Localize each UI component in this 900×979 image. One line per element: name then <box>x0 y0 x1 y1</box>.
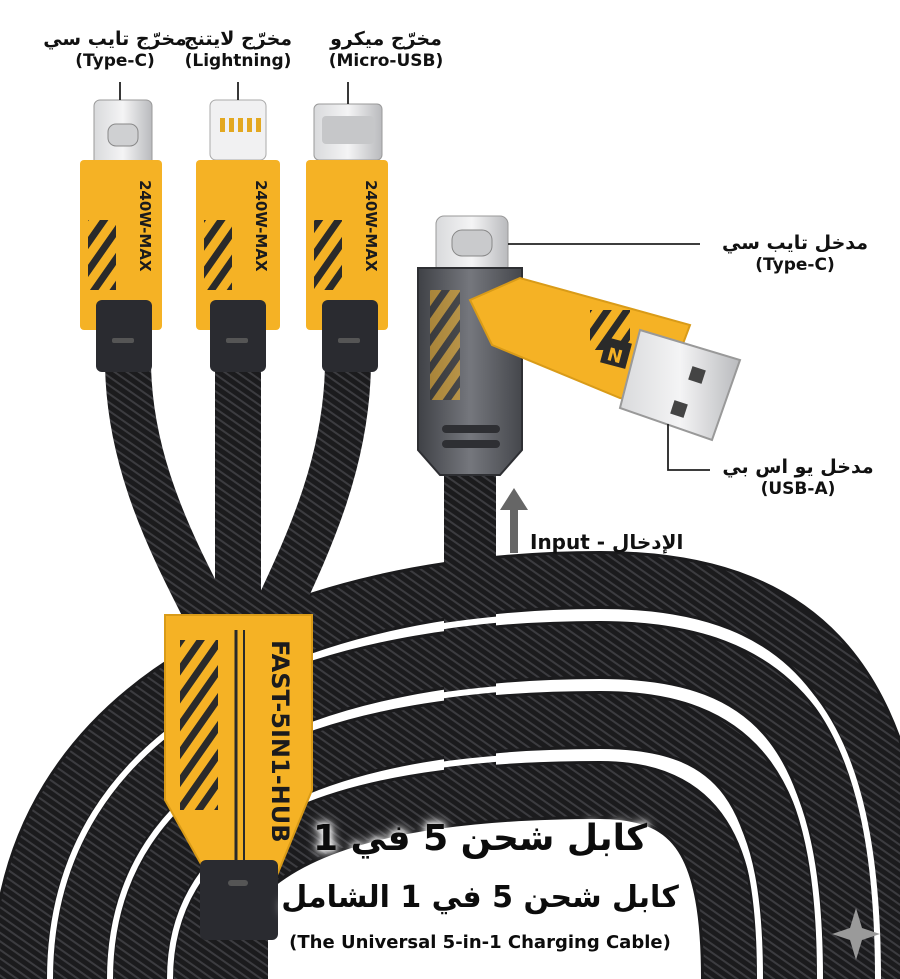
rating-label-lightning: 240W-MAX <box>252 180 270 272</box>
input-usb-a-connector: N <box>468 276 742 442</box>
hub-label: FAST-5IN1-HUB <box>266 640 294 843</box>
rating-label-type-c: 240W-MAX <box>136 180 154 272</box>
input-label-usb-a: مدخل يو اس بي (USB-A) <box>722 456 874 499</box>
output-micro-usb-connector <box>306 103 388 372</box>
output-type-c-connector <box>80 99 162 372</box>
output-label-micro-usb: مخرّج ميكرو (Micro-USB) <box>328 28 444 71</box>
title-line-1: كابل شحن 5 في 1 <box>312 818 648 859</box>
output-label-lightning: مخرّج لايتنج (Lightning) <box>183 28 293 71</box>
usb-badge: N <box>605 344 625 368</box>
title-line-2: كابل شحن 5 في 1 الشامل <box>281 880 679 915</box>
title-line-3: (The Universal 5-in-1 Charging Cable) <box>289 932 671 953</box>
hub-housing: FAST-5IN1-HUB <box>164 614 313 940</box>
sparkle-icon <box>832 908 880 960</box>
input-arrow-label: الإدخال - Input <box>530 530 684 554</box>
rating-label-micro-usb: 240W-MAX <box>362 180 380 272</box>
input-arrow <box>500 488 528 553</box>
output-label-type-c: مخرّج تايب سي (Type-C) <box>43 28 187 71</box>
callout-lines <box>119 82 710 471</box>
input-label-type-c: مدخل تايب سي (Type-C) <box>721 232 869 275</box>
output-lightning-connector <box>196 99 280 372</box>
